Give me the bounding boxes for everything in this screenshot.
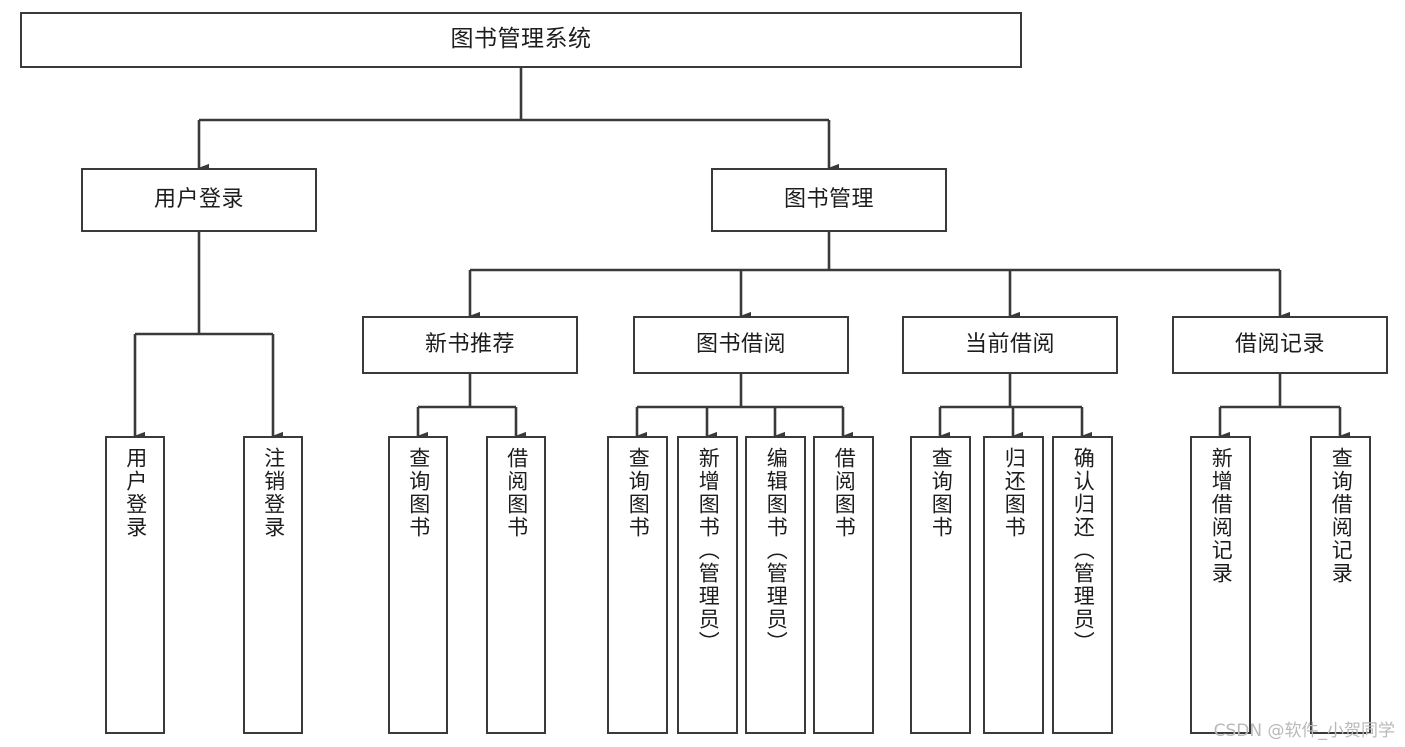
node-leaf-add-borrow-record[interactable]: 新增借阅记录 <box>1190 436 1251 734</box>
node-label: 新增图书（管理员） <box>696 447 721 654</box>
node-user-login[interactable]: 用户登录 <box>81 168 317 232</box>
node-leaf-query-book-borrow[interactable]: 查询图书 <box>607 436 668 734</box>
node-new-book-recommend[interactable]: 新书推荐 <box>362 316 578 374</box>
node-label: 查询图书 <box>406 447 431 539</box>
node-label: 确认归还（管理员） <box>1071 447 1096 654</box>
node-leaf-query-borrow-record[interactable]: 查询借阅记录 <box>1310 436 1371 734</box>
node-label: 查询图书 <box>626 447 651 539</box>
node-leaf-edit-book[interactable]: 编辑图书（管理员） <box>745 436 806 734</box>
node-label: 当前借阅 <box>964 332 1055 358</box>
node-leaf-query-book-recommend[interactable]: 查询图书 <box>388 436 448 734</box>
node-label: 归还图书 <box>1002 447 1027 539</box>
node-current-borrow[interactable]: 当前借阅 <box>902 316 1118 374</box>
node-root[interactable]: 图书管理系统 <box>20 12 1022 68</box>
connector-group <box>133 68 1351 441</box>
node-label: 用户登录 <box>153 187 244 213</box>
node-label: 编辑图书（管理员） <box>764 447 789 654</box>
node-label: 注销登录 <box>261 447 286 539</box>
node-leaf-logout[interactable]: 注销登录 <box>243 436 303 734</box>
node-label: 借阅图书 <box>504 447 529 539</box>
node-label: 用户登录 <box>123 447 148 539</box>
node-label: 查询图书 <box>929 447 954 539</box>
node-label: 借阅记录 <box>1234 332 1325 358</box>
node-leaf-query-book-current[interactable]: 查询图书 <box>910 436 971 734</box>
node-leaf-add-book[interactable]: 新增图书（管理员） <box>677 436 738 734</box>
node-label: 图书管理系统 <box>450 26 592 53</box>
node-leaf-borrow-book-recommend[interactable]: 借阅图书 <box>486 436 546 734</box>
node-label: 借阅图书 <box>832 447 857 539</box>
node-leaf-user-login[interactable]: 用户登录 <box>105 436 165 734</box>
node-label: 新增借阅记录 <box>1209 447 1234 585</box>
node-leaf-return-book[interactable]: 归还图书 <box>983 436 1044 734</box>
node-borrow-record[interactable]: 借阅记录 <box>1172 316 1388 374</box>
node-leaf-borrow-book[interactable]: 借阅图书 <box>813 436 874 734</box>
node-label: 新书推荐 <box>424 332 515 358</box>
node-label: 图书管理 <box>783 187 874 213</box>
node-label: 查询借阅记录 <box>1329 447 1354 585</box>
node-leaf-confirm-return[interactable]: 确认归还（管理员） <box>1052 436 1113 734</box>
node-book-borrow[interactable]: 图书借阅 <box>633 316 849 374</box>
node-book-management[interactable]: 图书管理 <box>711 168 947 232</box>
node-label: 图书借阅 <box>695 332 786 358</box>
